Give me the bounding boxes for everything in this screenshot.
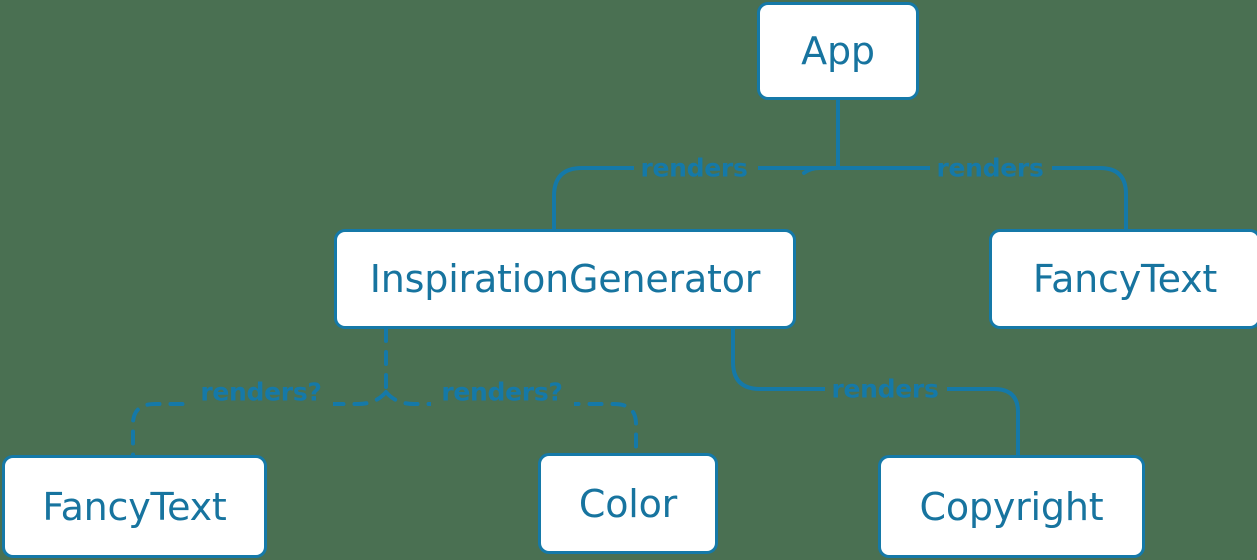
edge-label-app-to-inspiration-generator: renders	[640, 153, 748, 183]
node-app-label: App	[801, 29, 875, 73]
edge-label-app-to-fancytext-right: renders	[936, 153, 1044, 183]
label-mask-renders-right	[930, 153, 1052, 183]
node-inspiration-generator-label: InspirationGenerator	[369, 257, 761, 301]
node-app[interactable]: App	[757, 2, 919, 100]
node-copyright-label: Copyright	[919, 484, 1104, 529]
edge-app-to-fancytext-right	[836, 166, 1128, 231]
edge-app-to-inspiration-generator-left	[552, 166, 840, 231]
edge-label-inspiration-generator-to-copyright: renders	[831, 374, 939, 404]
edge-inspiration-generator-to-color	[384, 390, 638, 455]
node-color-label: Color	[578, 481, 678, 526]
node-fancytext-right[interactable]: FancyText	[989, 229, 1257, 329]
label-mask-renders-left	[634, 153, 758, 183]
node-fancytext-bottom-label: FancyText	[42, 484, 227, 529]
edge-inspiration-generator-to-fancytext-bottom	[131, 390, 388, 457]
label-mask-renders-copyright	[825, 374, 947, 404]
label-mask-renders-q-left	[190, 377, 333, 407]
node-fancytext-bottom[interactable]: FancyText	[2, 455, 267, 558]
edge-label-inspiration-generator-to-color: renders?	[441, 377, 563, 407]
node-inspiration-generator[interactable]: InspirationGenerator	[334, 229, 796, 329]
label-mask-renders-q-right	[431, 377, 574, 407]
node-color[interactable]: Color	[538, 453, 718, 554]
node-fancytext-right-label: FancyText	[1032, 257, 1218, 301]
edge-label-inspiration-generator-to-fancytext-bottom: renders?	[200, 377, 322, 407]
node-copyright[interactable]: Copyright	[878, 455, 1145, 558]
